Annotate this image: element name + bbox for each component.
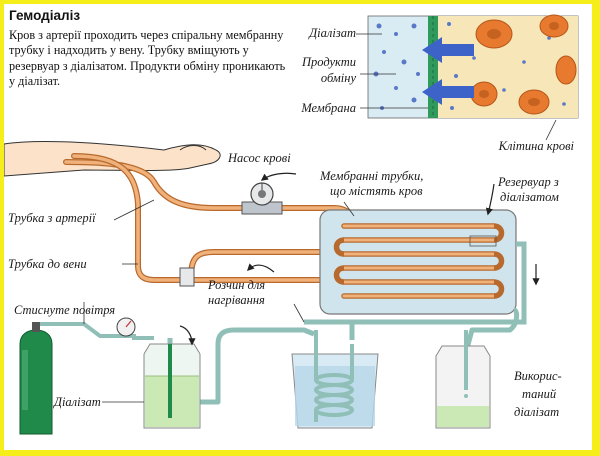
label-blood-pump: Насос крові [227,151,291,165]
label-used-2: таний [522,387,557,401]
pressure-gauge-icon [116,317,136,337]
label-membrane: Мембрана [300,101,356,115]
label-reservoir-1: Резервуар з [497,175,559,189]
diagram-title: Гемодіаліз [9,8,81,23]
label-used-3: діалізат [514,405,559,419]
label-heating-2: нагрівання [208,293,265,307]
label-heating-1: Розчин для [207,278,265,292]
used-dialysate-bottle [435,330,491,429]
diagram-description: Кров з артерії проходить через спіральну… [9,28,286,88]
label-membrane-tubes-2: що містять кров [330,184,423,198]
pump-icon [241,182,283,215]
label-reservoir-2: діалізатом [500,190,559,204]
label-vein-tube: Трубка до вени [8,257,87,271]
diagram-labels: Діалізат Продукти обміну Мембрана Клітин… [8,26,575,419]
gas-cylinder-icon [19,322,154,435]
label-products-1: Продукти [301,55,356,69]
heating-bath [291,330,379,429]
flow-direction-arrows [179,172,540,346]
diagram-frame: Гемодіаліз Кров з артерії проходить чере… [4,4,592,450]
label-artery-tube: Трубка з артерії [8,211,96,225]
blood-tubing [63,153,357,297]
label-membrane-tubes-1: Мембранні трубки, [319,169,423,183]
label-blood-cell: Клітина крові [498,139,575,153]
hemodialysis-diagram: Діалізат Продукти обміну Мембрана Клітин… [4,14,579,435]
label-used-1: Викорис- [514,369,562,383]
dialysate-bottle [143,343,201,429]
label-compressed-air: Стиснуте повітря [14,303,115,317]
membrane-inset [367,14,579,119]
bubble-trap [179,267,195,287]
label-dialysate-bottom: Діалізат [53,395,101,409]
dialyzer-reservoir [304,209,527,325]
label-products-2: обміну [321,71,357,85]
leader-lines [83,33,557,403]
label-dialysate-top: Діалізат [308,26,356,40]
arm-icon [4,141,221,177]
flow-arrow-icon [422,37,474,105]
